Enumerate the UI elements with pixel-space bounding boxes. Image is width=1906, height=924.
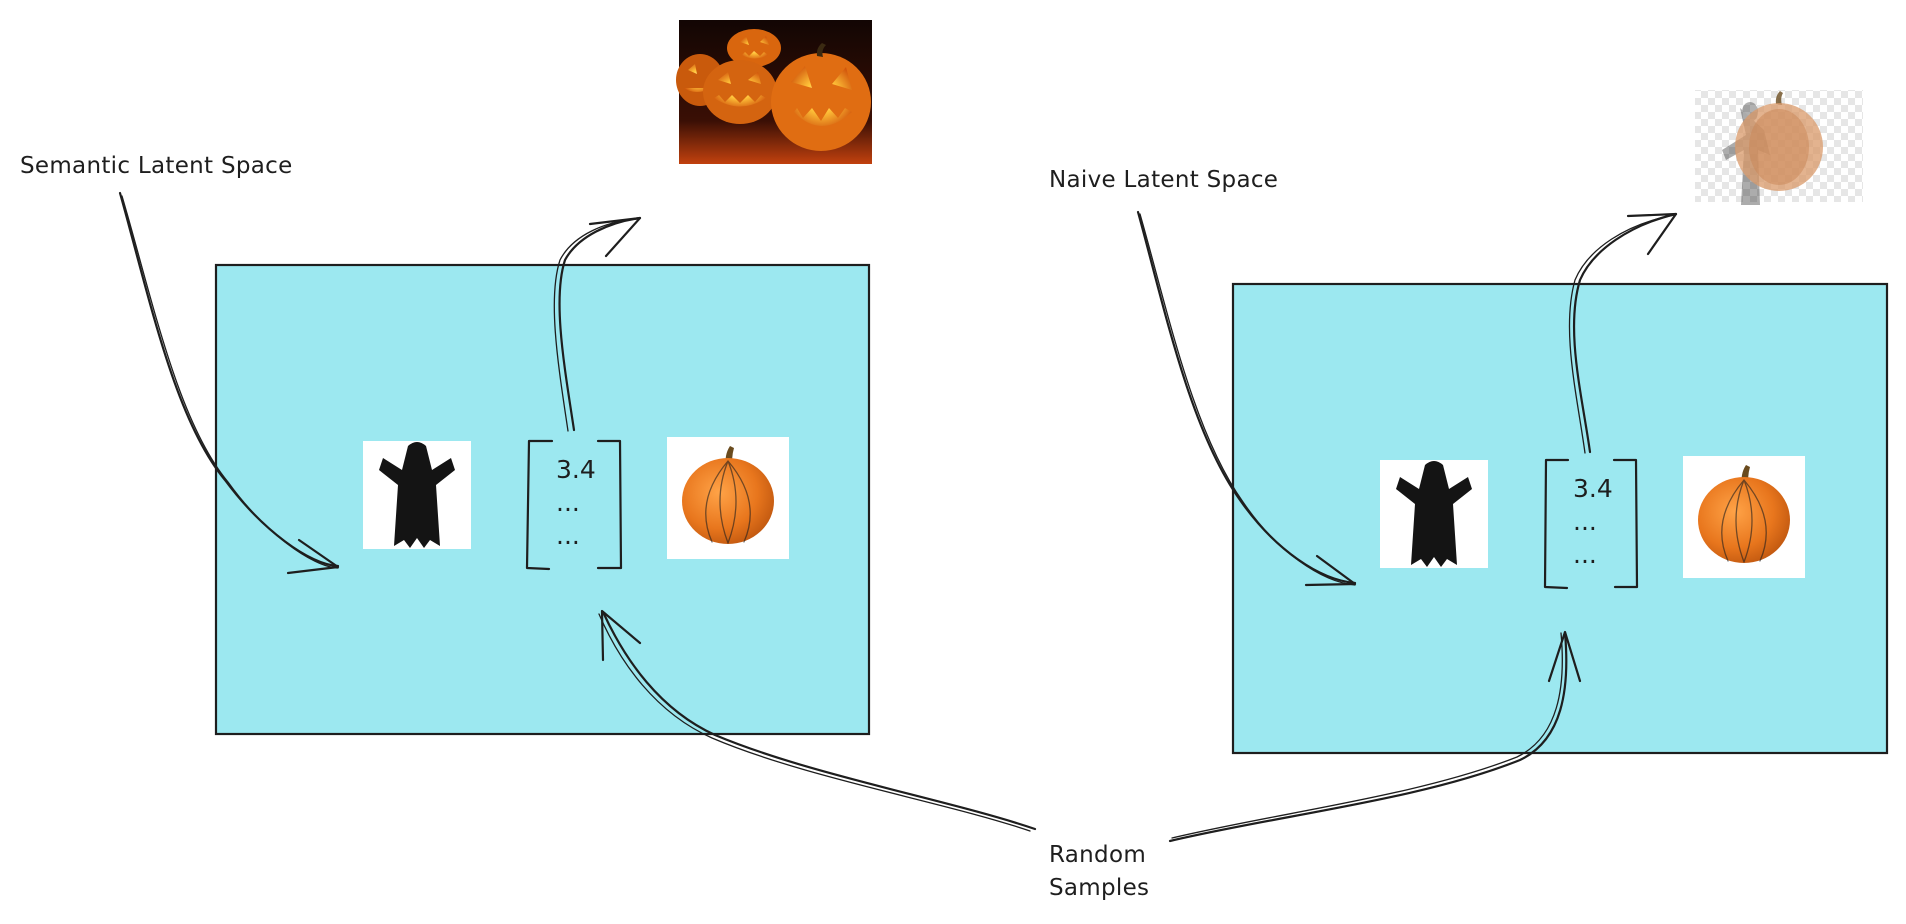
ghost-image-left bbox=[363, 441, 471, 549]
random-samples-arrow-left bbox=[598, 609, 1037, 832]
vector-value-first-right: 3.4 bbox=[1573, 474, 1613, 503]
left-bracket-open bbox=[525, 439, 554, 571]
random-samples-label-line1: Random bbox=[1049, 842, 1146, 868]
jack-o-lanterns-image bbox=[676, 20, 872, 164]
semantic-latent-space-group: 3.4 ... ... Semantic Latent Space bbox=[20, 20, 872, 736]
random-samples-arrow-right bbox=[1168, 630, 1582, 843]
vector-value-third-right: ... bbox=[1573, 540, 1597, 569]
random-samples-label-line2: Samples bbox=[1049, 875, 1149, 901]
left-bracket-close bbox=[596, 439, 623, 570]
vector-value-third: ... bbox=[556, 521, 580, 550]
semantic-latent-space-label: Semantic Latent Space bbox=[20, 153, 293, 179]
vector-value-first: 3.4 bbox=[556, 455, 596, 484]
semantic-label-arrow bbox=[118, 191, 340, 575]
blended-output-image bbox=[1695, 90, 1863, 205]
semantic-decode-arrow bbox=[553, 216, 642, 432]
vector-value-second-right: ... bbox=[1573, 507, 1597, 536]
random-samples-group: Random Samples bbox=[598, 609, 1582, 901]
ghost-image-right bbox=[1380, 460, 1488, 568]
naive-label-arrow bbox=[1136, 210, 1357, 587]
right-bracket-close bbox=[1612, 458, 1639, 589]
pumpkin-image-left bbox=[667, 437, 789, 559]
vector-value-second: ... bbox=[556, 488, 580, 517]
naive-latent-space-label: Naive Latent Space bbox=[1049, 167, 1278, 193]
right-bracket-open bbox=[1543, 458, 1570, 590]
pumpkin-image-right bbox=[1683, 456, 1805, 578]
naive-latent-space-group: 3.4 ... ... Naive Latent Space bbox=[1049, 90, 1889, 755]
latent-vector-right: 3.4 ... ... bbox=[1543, 458, 1639, 590]
naive-decode-arrow bbox=[1568, 212, 1678, 454]
latent-vector-left: 3.4 ... ... bbox=[525, 439, 623, 571]
